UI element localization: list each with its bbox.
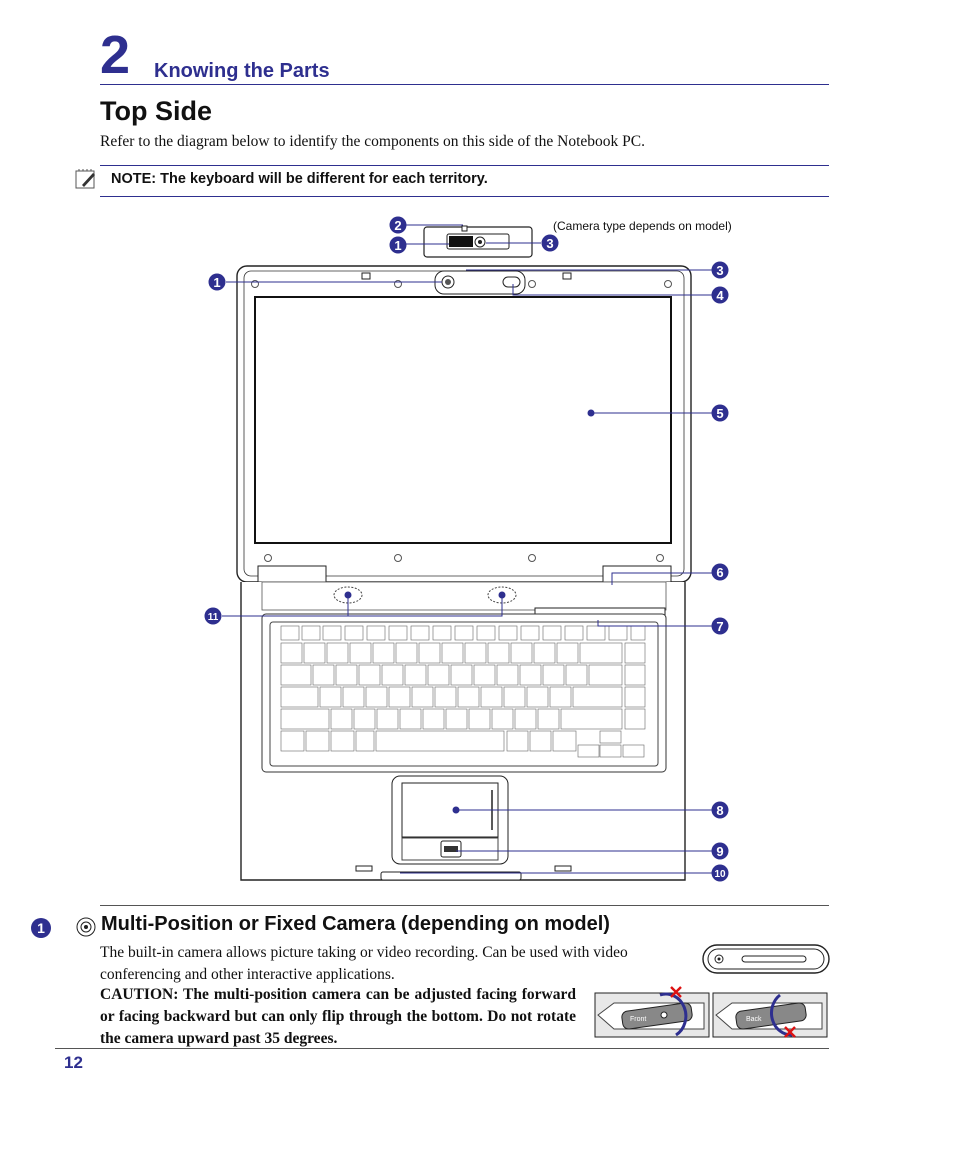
section-body: The built-in camera allows picture takin… (100, 944, 628, 983)
callout-10: 10 (711, 864, 729, 882)
svg-text:1: 1 (394, 238, 401, 253)
svg-text:2: 2 (394, 218, 401, 233)
svg-text:1: 1 (213, 275, 220, 290)
front-label: Front (630, 1016, 646, 1023)
callout-4: 4 (711, 286, 729, 304)
svg-text:8: 8 (716, 803, 723, 818)
callout-8: 8 (711, 801, 729, 819)
note-pencil-icon (75, 169, 95, 189)
callout-3-camera: 3 (541, 234, 559, 252)
note-text: NOTE: The keyboard will be different for… (111, 171, 488, 187)
svg-text:1: 1 (37, 920, 45, 936)
camera-lens-icon (76, 917, 96, 937)
svg-text:3: 3 (546, 236, 553, 251)
intro-text: Refer to the diagram below to identify t… (100, 133, 645, 150)
display-lid (236, 265, 692, 583)
callout-1-camera: 1 (389, 236, 407, 254)
chapter-title: Knowing the Parts (154, 60, 330, 82)
callout-3: 3 (711, 261, 729, 279)
page-title: Top Side (100, 96, 212, 126)
notebook-base (240, 581, 686, 881)
svg-text:3: 3 (716, 263, 723, 278)
camera-detail (423, 225, 533, 258)
footer-divider (55, 1048, 829, 1049)
callout-leaders (222, 224, 721, 874)
svg-text:9: 9 (716, 844, 723, 859)
callout-dots (344, 409, 595, 814)
svg-text:4: 4 (716, 288, 724, 303)
page-number: 12 (64, 1053, 83, 1072)
callout-11: 11 (204, 607, 222, 625)
chapter-number: 2 (100, 25, 131, 85)
note-divider-top (100, 165, 829, 166)
camera-rotation-illustration: Front Back (594, 986, 828, 1038)
svg-text:5: 5 (716, 406, 723, 421)
section-divider (100, 905, 829, 906)
back-label: Back (746, 1016, 762, 1023)
svg-text:11: 11 (208, 612, 219, 623)
callout-7: 7 (711, 617, 729, 635)
section-title: Multi-Position or Fixed Camera (dependin… (101, 913, 610, 935)
notebook-top-diagram: (Camera type depends on model) (204, 216, 732, 882)
svg-text:6: 6 (716, 565, 723, 580)
caution-text: CAUTION: The multi-position camera can b… (100, 986, 576, 1047)
callout-1: 1 (208, 273, 226, 291)
callout-2: 2 (389, 216, 407, 234)
not-allowed-icon (670, 986, 796, 1038)
callout-5: 5 (711, 404, 729, 422)
callout-9: 9 (711, 842, 729, 860)
note-divider-bottom (100, 196, 829, 197)
callout-6: 6 (711, 563, 729, 581)
svg-text:10: 10 (714, 869, 726, 880)
svg-text:7: 7 (716, 619, 723, 634)
fixed-camera-illustration (702, 944, 830, 974)
header-divider (100, 84, 829, 85)
camera-type-note: (Camera type depends on model) (553, 219, 732, 233)
section-number-badge: 1 (31, 918, 51, 938)
